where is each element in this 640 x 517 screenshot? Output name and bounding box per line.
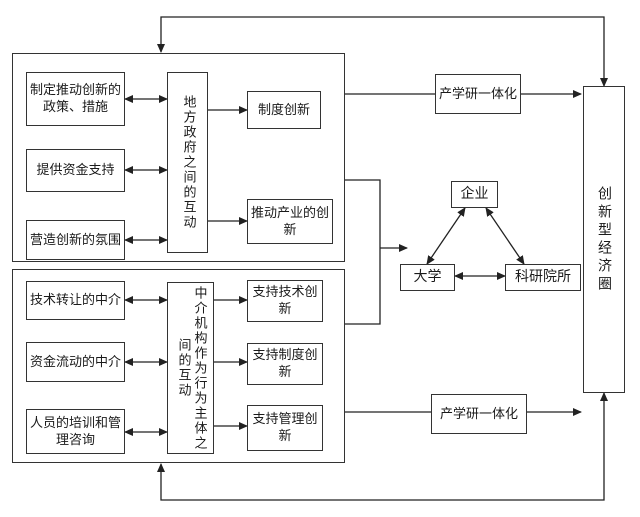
local-government-group <box>12 53 345 262</box>
management-innovation-support-box: 支持管理创新 <box>247 405 323 451</box>
feedback-loop-bottom <box>157 392 608 501</box>
connector-bottom-group <box>345 248 381 325</box>
bottom-integration-link: 产学研一体化 <box>431 394 527 434</box>
tech-innovation-support-box: 支持技术创新 <box>247 280 323 322</box>
institutional-innovation-support-box: 支持制度创新 <box>247 343 323 385</box>
innovation-atmosphere-box: 营造创新的氛围 <box>26 220 125 260</box>
intermediary-group <box>12 269 345 463</box>
research-institute-node: 科研院所 <box>505 264 581 291</box>
training-consulting-box: 人员的培训和管理咨询 <box>26 409 125 454</box>
industry-innovation-box: 推动产业的创新 <box>247 199 333 244</box>
arrow-enterprise-university <box>426 207 466 265</box>
top-integration-link: 产学研一体化 <box>435 74 521 114</box>
tech-transfer-box: 技术转让的中介 <box>26 281 125 320</box>
capital-flow-box: 资金流动的中介 <box>26 342 125 382</box>
enterprise-node: 企业 <box>451 181 498 208</box>
connector-top-group <box>345 179 381 248</box>
arrow-enterprise-institute <box>485 207 525 265</box>
feedback-loop-top <box>157 16 608 87</box>
university-node: 大学 <box>400 264 455 291</box>
funding-support-box: 提供资金支持 <box>26 149 125 192</box>
policy-measures-box: 制定推动创新的政策、措施 <box>26 72 125 126</box>
intermediary-hub: 中介机构作为行为主体之间的互动 <box>167 282 214 454</box>
institutional-innovation-box: 制度创新 <box>247 91 321 129</box>
innovation-economic-circle: 创新型经济圈 <box>583 86 625 393</box>
local-government-hub: 地方政府之间的互动 <box>167 72 208 253</box>
